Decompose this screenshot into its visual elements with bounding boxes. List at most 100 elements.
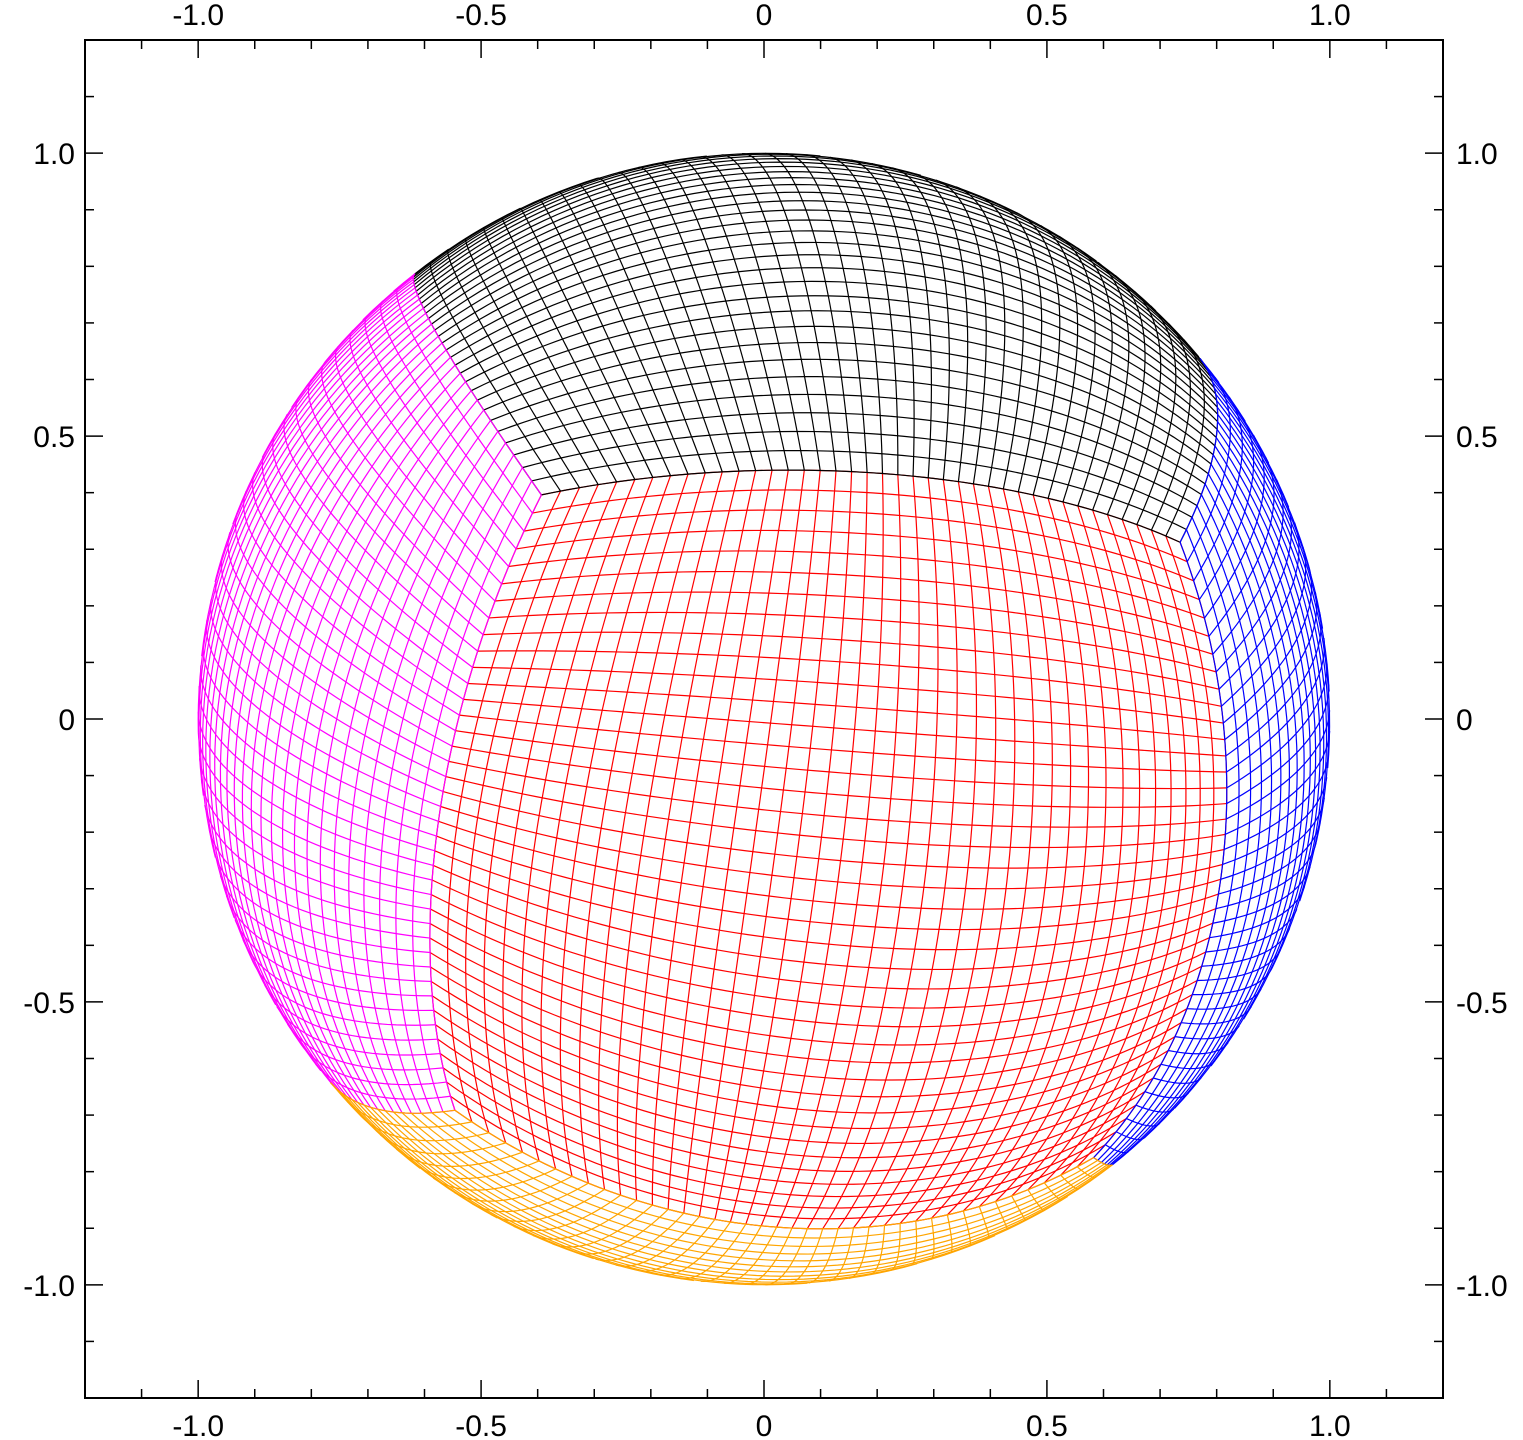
grid-line bbox=[430, 908, 1202, 1028]
grid-line bbox=[434, 850, 1217, 951]
grid-line bbox=[300, 1044, 447, 1086]
grid-line bbox=[445, 241, 1218, 408]
grid-line bbox=[578, 473, 689, 1184]
grid-line bbox=[955, 186, 1006, 487]
grid-line bbox=[541, 469, 1181, 543]
grid-line bbox=[442, 1067, 1127, 1198]
grid-line bbox=[252, 472, 464, 700]
grid-line bbox=[1212, 866, 1311, 924]
grid-line bbox=[448, 760, 1227, 828]
grid-line bbox=[1193, 396, 1243, 582]
grid-line bbox=[1226, 663, 1328, 789]
grid-line bbox=[1209, 886, 1306, 939]
grid-line bbox=[745, 471, 853, 1225]
grid-line bbox=[431, 1112, 1102, 1248]
grid-line bbox=[1215, 502, 1293, 673]
grid-line bbox=[200, 665, 437, 837]
grid-line bbox=[822, 477, 939, 1230]
grid-line bbox=[1106, 274, 1146, 515]
grid-line bbox=[364, 315, 517, 550]
y-tick-label-right: 0.5 bbox=[1456, 421, 1498, 454]
grid-line bbox=[1201, 928, 1291, 967]
grid-line bbox=[483, 631, 1220, 690]
grid-line bbox=[459, 280, 1218, 430]
grid-line bbox=[392, 1111, 1112, 1273]
grid-line bbox=[1017, 212, 1061, 496]
grid-line bbox=[214, 287, 416, 583]
grid-line bbox=[450, 1095, 1106, 1220]
grid-line bbox=[915, 173, 969, 482]
grid-line bbox=[477, 650, 1222, 707]
grid-line bbox=[515, 529, 1200, 601]
grid-line bbox=[459, 714, 1227, 773]
grid-line bbox=[1215, 842, 1317, 910]
grid-line bbox=[428, 191, 1211, 377]
grid-line bbox=[293, 390, 472, 1108]
grid-line bbox=[575, 1208, 669, 1255]
grid-line bbox=[413, 152, 821, 283]
grid-line bbox=[204, 804, 431, 925]
grid-line bbox=[494, 591, 1213, 655]
y-tick-label-right: 1.0 bbox=[1456, 138, 1498, 171]
grid-line bbox=[234, 513, 456, 732]
grid-line bbox=[446, 1081, 1117, 1209]
grid-line bbox=[837, 479, 958, 1229]
grid-line bbox=[423, 177, 1206, 367]
face-top-grid bbox=[412, 152, 1219, 543]
grid-line bbox=[1179, 358, 1219, 543]
grid-line bbox=[219, 875, 431, 968]
grid-line bbox=[412, 273, 542, 496]
grid-line bbox=[463, 698, 1226, 757]
grid-line bbox=[501, 570, 1210, 637]
grid-line bbox=[724, 1226, 778, 1284]
x-tick-label-bottom: 0 bbox=[756, 1410, 773, 1440]
grid-line bbox=[1150, 323, 1191, 531]
grid-line bbox=[667, 470, 773, 1210]
grid-line bbox=[744, 1227, 793, 1286]
grid-line bbox=[578, 183, 706, 474]
y-tick-label-left: -1.0 bbox=[23, 1270, 75, 1303]
x-tick-label-bottom: -1.0 bbox=[172, 1410, 224, 1440]
grid-line bbox=[1218, 522, 1300, 690]
grid-line bbox=[1174, 1025, 1240, 1040]
grid-line bbox=[1192, 968, 1273, 996]
grid-line bbox=[505, 393, 1202, 496]
grid-line bbox=[454, 1109, 1094, 1230]
grid-line bbox=[541, 469, 1181, 543]
grid-line bbox=[1213, 387, 1324, 629]
grid-line bbox=[1135, 1104, 1175, 1113]
grid-line bbox=[295, 397, 484, 636]
grid-line bbox=[465, 295, 1217, 438]
grid-line bbox=[198, 686, 435, 852]
grid-line bbox=[539, 199, 672, 476]
grid-line bbox=[208, 830, 430, 939]
grid-line bbox=[315, 1063, 451, 1100]
grid-line bbox=[198, 758, 432, 896]
grid-line bbox=[197, 732, 433, 881]
axis-ticks: -1.0-1.0-0.5-0.5000.50.51.01.0-1.0-1.0-0… bbox=[23, 0, 1507, 1440]
grid-line bbox=[346, 1096, 594, 1260]
grid-line bbox=[1181, 1006, 1252, 1025]
grid-line bbox=[532, 489, 1188, 563]
face-bottom-grid bbox=[329, 1082, 1113, 1286]
grid-line bbox=[442, 790, 1225, 869]
grid-line bbox=[1225, 731, 1331, 835]
grid-line bbox=[1220, 546, 1307, 707]
y-tick-label-left: 1.0 bbox=[33, 138, 75, 171]
grid-line bbox=[430, 966, 1182, 1098]
grid-line bbox=[370, 1106, 996, 1283]
grid-line bbox=[1226, 684, 1330, 805]
grid-line bbox=[425, 183, 1209, 372]
grid-line bbox=[201, 290, 417, 657]
grid-line bbox=[483, 341, 1212, 465]
grid-line bbox=[1197, 949, 1281, 982]
grid-line bbox=[513, 412, 1198, 507]
grid-line bbox=[202, 644, 439, 822]
grid-line bbox=[417, 161, 1157, 312]
y-tick-label-right: 0 bbox=[1456, 704, 1473, 737]
grid-line bbox=[242, 939, 434, 1012]
grid-line bbox=[420, 1112, 1105, 1255]
grid-line bbox=[1160, 1060, 1216, 1070]
grid-line bbox=[765, 1228, 808, 1286]
grid-line bbox=[490, 358, 1209, 475]
